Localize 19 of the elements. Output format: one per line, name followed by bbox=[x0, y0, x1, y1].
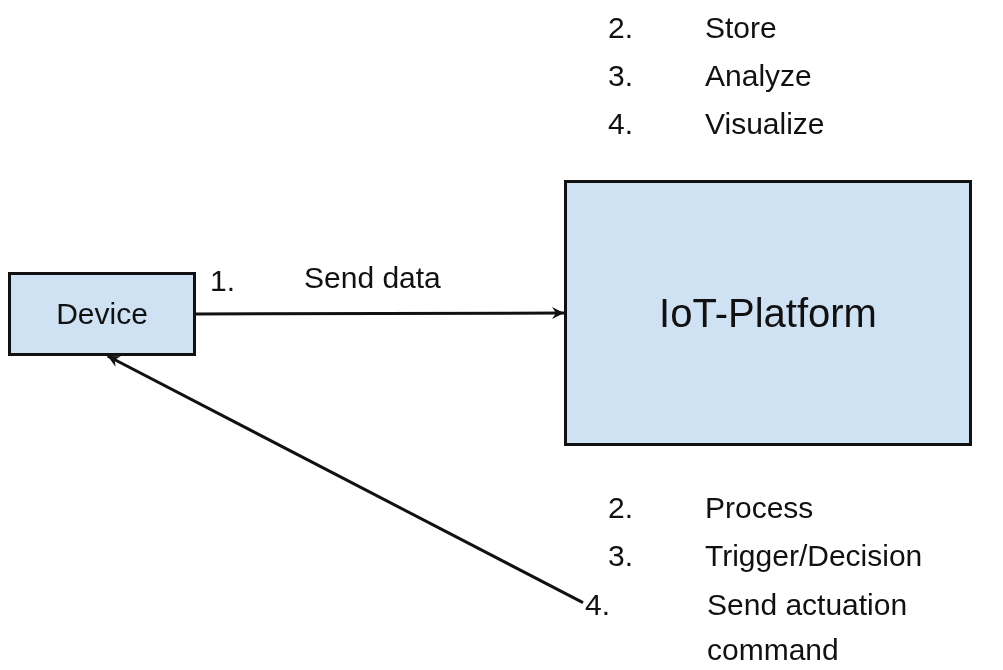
step-label: Trigger/Decision bbox=[705, 538, 923, 574]
step-label: Process bbox=[705, 490, 814, 526]
process-box bbox=[8, 272, 196, 356]
arrow bbox=[106, 354, 584, 605]
arrow bbox=[196, 307, 564, 320]
step-label: 1. bbox=[210, 263, 236, 299]
step-text: Send actuation command bbox=[707, 587, 909, 668]
box-label: Device bbox=[56, 296, 148, 332]
step-number: 4. bbox=[585, 587, 612, 623]
step-label: Visualize bbox=[705, 106, 825, 142]
process-box bbox=[564, 180, 972, 446]
step-label: Store bbox=[705, 10, 777, 46]
step-label: 3. bbox=[608, 58, 634, 94]
step-label: 2. bbox=[608, 490, 634, 526]
step-label: Analyze bbox=[705, 58, 812, 94]
box-label: IoT-Platform bbox=[659, 290, 877, 336]
step-label: 2. bbox=[608, 10, 634, 46]
step-label: 4. bbox=[608, 106, 634, 142]
step-label: 3. bbox=[608, 538, 634, 574]
